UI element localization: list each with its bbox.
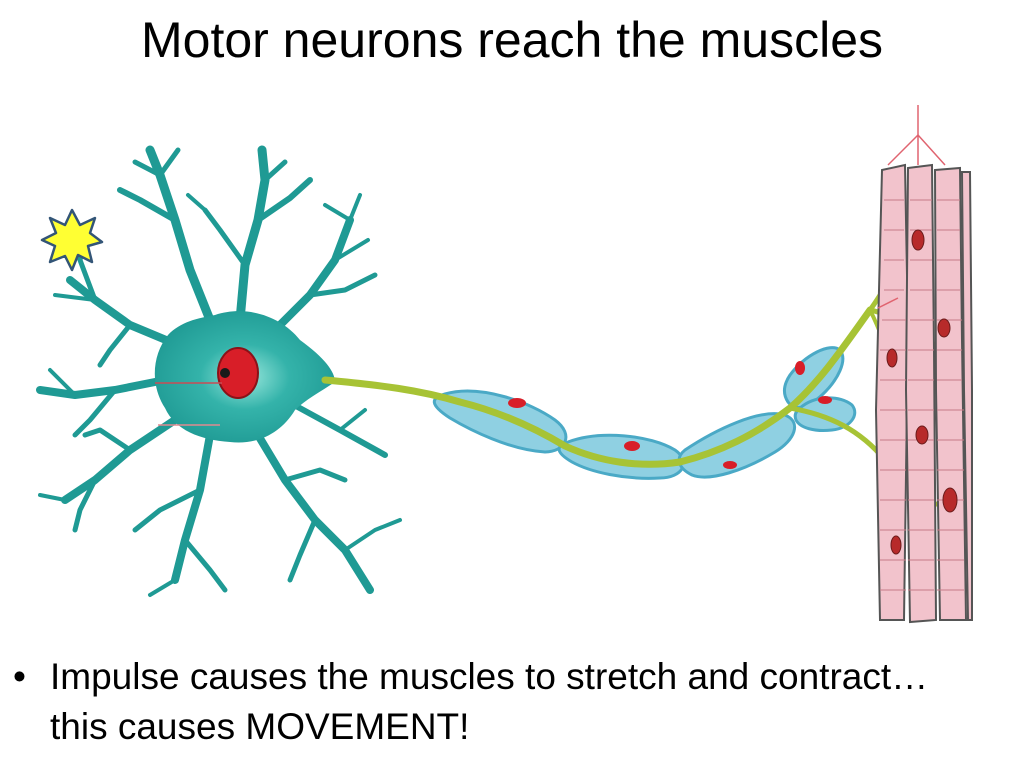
schwann-nuclei — [508, 361, 832, 469]
bullet-symbol: • — [13, 656, 26, 697]
slide-title: Motor neurons reach the muscles — [140, 12, 884, 68]
neuron-nucleus — [217, 347, 259, 399]
impulse-star-icon — [40, 208, 104, 272]
end-plate-lines — [877, 105, 946, 309]
neuron-muscle-diagram — [0, 90, 1024, 645]
nucleolus — [220, 368, 230, 378]
bullet-list: • Impulse causes the muscles to stretch … — [0, 652, 1024, 752]
bullet-text: Impulse causes the muscles to stretch an… — [50, 656, 929, 747]
bullet-item: • Impulse causes the muscles to stretch … — [0, 652, 1024, 752]
muscle-fibers — [874, 163, 973, 624]
dendrites — [36, 145, 402, 597]
axon — [321, 237, 947, 557]
muscle-nuclei — [886, 229, 958, 555]
muscle-striations — [880, 199, 964, 591]
